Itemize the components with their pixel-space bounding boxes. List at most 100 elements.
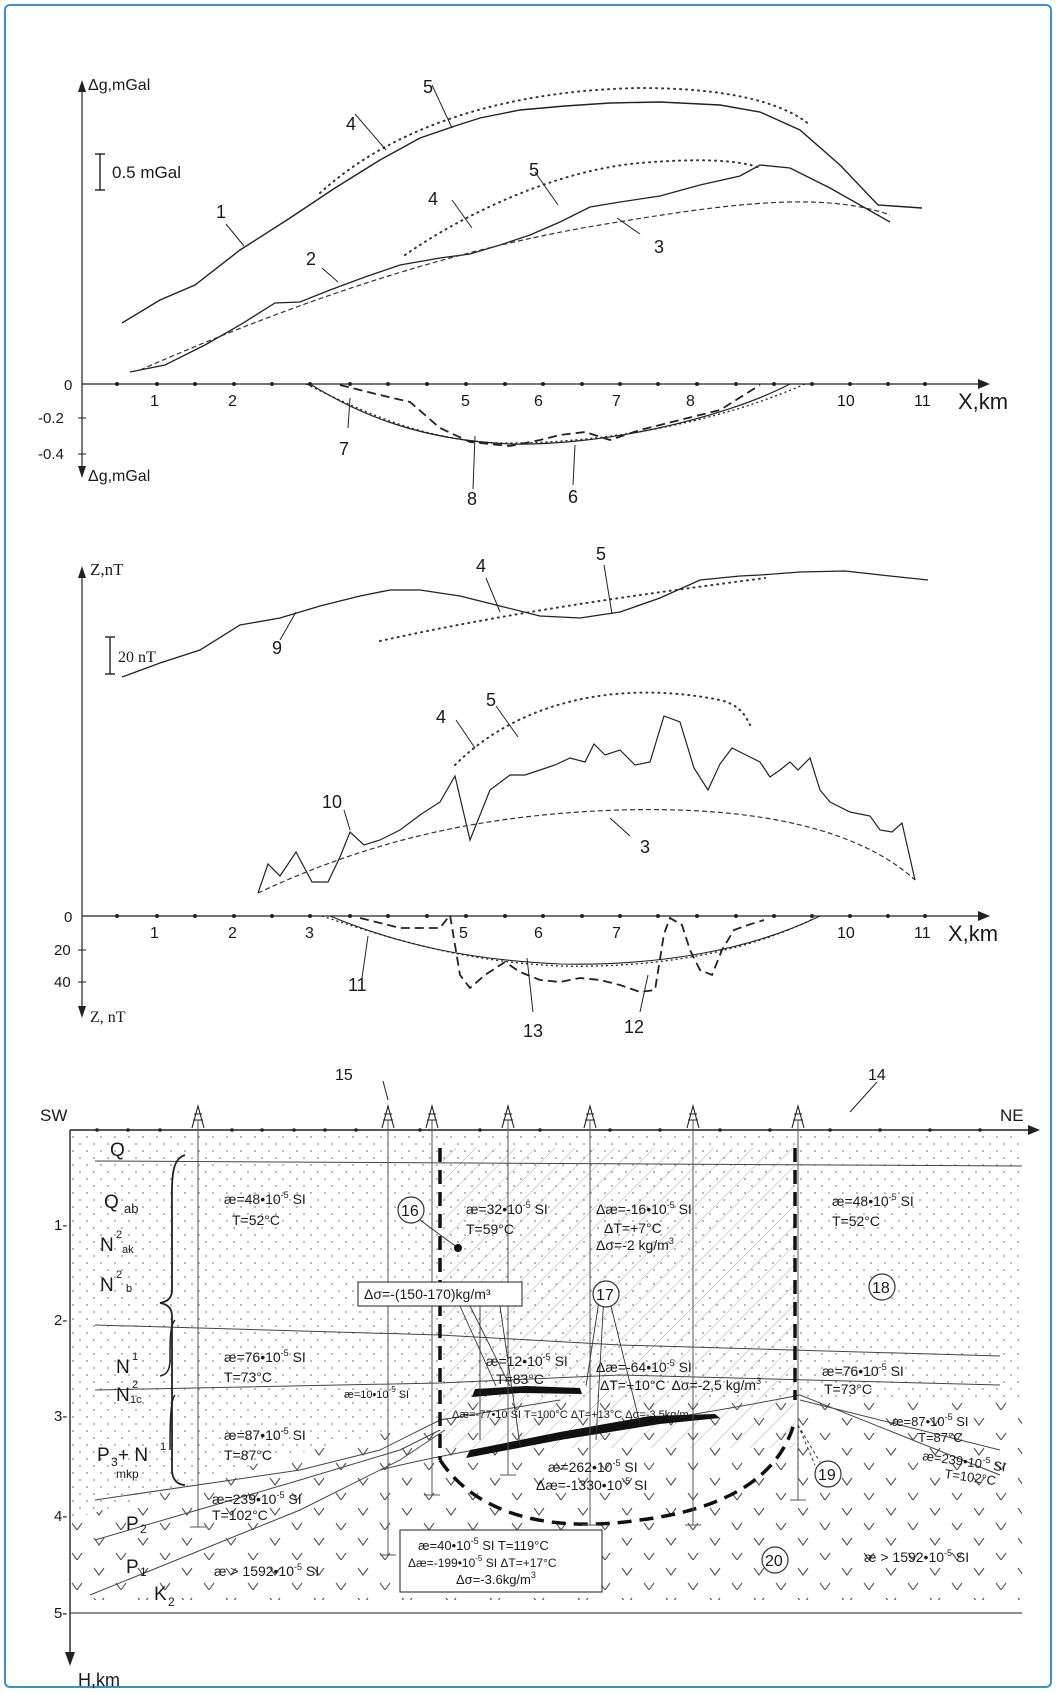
svg-text:2: 2 — [116, 1269, 122, 1281]
layer-boundaries — [89, 1160, 1023, 1596]
svg-text:T=102°C: T=102°C — [212, 1507, 268, 1523]
anno-right-upper: æ=48•10-5 SI — [832, 1192, 914, 1209]
density-box — [357, 1281, 523, 1307]
gravity-y-label-top: Δg,mGal — [88, 77, 150, 94]
svg-text:2: 2 — [140, 1522, 147, 1536]
gravity-curve-8 — [339, 384, 761, 447]
mag-tick-40: 40 — [54, 974, 71, 991]
section-panel: SW NE H,km 1- 2- 3- 4- 5- — [40, 1067, 1040, 1690]
circle-20: 20 — [765, 1553, 783, 1570]
svg-text:T=102°C: T=102°C — [944, 1466, 997, 1488]
ne-label: NE — [1000, 1106, 1024, 1125]
circle-17: 17 — [596, 1287, 614, 1304]
mag-scale-label: 20 nT — [118, 649, 156, 666]
curve-label: 12 — [624, 1017, 644, 1037]
circle-18: 18 — [872, 1280, 890, 1297]
curve-label: 4 — [428, 189, 438, 209]
gravity-curve-1 — [121, 101, 923, 324]
mag-curve-13 — [329, 915, 821, 965]
gx-tick: 1 — [150, 393, 159, 410]
strat-n1: N — [116, 1357, 130, 1378]
gravity-curve-6 — [305, 383, 806, 444]
strat-n1c: N — [116, 1385, 130, 1406]
depth-tick: 2- — [54, 1312, 67, 1329]
dashed-bottom-boundary — [438, 1419, 797, 1526]
svg-text:2: 2 — [116, 1229, 122, 1241]
curve-label: 5 — [486, 690, 496, 710]
depth-tick: 5- — [54, 1605, 67, 1622]
mx-tick: 10 — [837, 925, 855, 942]
gravity-curve-4-upper — [319, 86, 811, 194]
gx-tick: 5 — [461, 393, 470, 410]
curve-label: 3 — [654, 237, 664, 257]
svg-text:2: 2 — [168, 1595, 175, 1609]
svg-text:Δæ=-199•10-5 SI ΔT=+17°C: Δæ=-199•10-5 SI ΔT=+17°C — [408, 1554, 557, 1570]
bottom-box — [399, 1529, 603, 1593]
gravity-curve-4-lower — [404, 159, 761, 256]
gravity-curve-3 — [139, 201, 891, 371]
svg-text:1: 1 — [160, 1441, 166, 1453]
mag-x-dots — [115, 914, 927, 918]
mag-curve-labels: 9 4 5 4 5 10 3 11 13 12 — [272, 544, 650, 1041]
svg-text:ak: ak — [122, 1244, 134, 1256]
mx-tick: 3 — [305, 925, 314, 942]
gravity-y-label-bottom: Δg,mGal — [88, 468, 150, 485]
svg-text:ΔT=+10°CΔσ=-2,5 kg/m3: ΔT=+10°CΔσ=-2,5 kg/m3 — [600, 1376, 761, 1393]
mx-tick: 1 — [150, 925, 159, 942]
gx-tick: 6 — [534, 393, 543, 410]
mx-tick: 5 — [459, 925, 468, 942]
svg-text:b: b — [126, 1283, 132, 1295]
mag-curve-12 — [359, 912, 765, 993]
curve-label: 1 — [216, 202, 226, 222]
gx-tick: 8 — [686, 393, 695, 410]
svg-text:T=87°C: T=87°C — [224, 1447, 272, 1463]
depth-tick: 3- — [54, 1408, 67, 1425]
anno-center-upper: æ=32•10-5 SI — [466, 1200, 548, 1217]
strat-n2ak: N — [100, 1235, 114, 1256]
gravity-curve-labels: 1 2 3 4 5 4 5 6 7 8 — [216, 77, 664, 509]
anno-small-left: æ=10•10-5 SI — [344, 1385, 409, 1401]
curve-label: 8 — [467, 489, 477, 509]
svg-text:T=87°C: T=87°C — [918, 1430, 963, 1445]
gx-tick: 11 — [914, 393, 931, 410]
gravity-curve-7 — [309, 383, 791, 445]
svg-text:Δæ=-1330•10-5 SI: Δæ=-1330•10-5 SI — [536, 1476, 647, 1493]
svg-text:3: 3 — [111, 1455, 118, 1469]
curve-label: 5 — [423, 77, 433, 97]
wells — [190, 1120, 806, 1556]
svg-text:ΔT=+7°C: ΔT=+7°C — [604, 1220, 662, 1236]
mag-tick-20: 20 — [54, 942, 71, 959]
gravity-curve-2 — [129, 164, 891, 373]
gravity-panel: Δg,mGal Δg,mGal 0.5 mGal 0 -0.2 -0.4 1 2… — [38, 77, 1008, 509]
svg-text:ab: ab — [124, 1201, 138, 1216]
depth-tick: 1- — [54, 1217, 67, 1234]
svg-text:1: 1 — [132, 1351, 138, 1363]
anno-center-mid: æ=12•10-5 SI — [486, 1352, 568, 1369]
mag-curve-11 — [321, 915, 816, 967]
anno-right-low: æ=87•10-5 SI — [892, 1412, 969, 1429]
mag-zero: 0 — [64, 909, 72, 926]
mx-tick: 6 — [534, 925, 543, 942]
anno-center-low: æ=262•10-5 SI — [548, 1458, 638, 1475]
curve-label: 5 — [596, 544, 606, 564]
mx-tick: 7 — [612, 925, 621, 942]
curve-label: 4 — [436, 707, 446, 727]
strat-n2b: N — [100, 1275, 114, 1296]
curve-label: 7 — [339, 439, 349, 459]
mag-curve-4-lower — [454, 691, 751, 766]
svg-text:T=59°C: T=59°C — [466, 1221, 514, 1237]
density-box-text: Δσ=-(150-170)kg/m³ — [364, 1286, 491, 1302]
svg-text:mkp: mkp — [116, 1467, 139, 1481]
mag-x-ticks: 1 2 3 5 6 7 10 11 — [150, 925, 931, 942]
curve-label: 4 — [476, 556, 486, 576]
curve-label: 3 — [640, 837, 650, 857]
gravity-scale-label: 0.5 mGal — [112, 163, 181, 182]
svg-text:T=52°C: T=52°C — [232, 1212, 280, 1228]
strat-p3: P — [97, 1445, 110, 1466]
gravity-x-ticks: 1 2 5 6 7 8 10 11 — [150, 393, 931, 410]
stratigraphy-labels: Q Q ab N 2 ak N 2 b N 1 N 2 1c P 3 + N 1… — [97, 1140, 175, 1609]
sw-label: SW — [40, 1106, 67, 1125]
mx-tick: 11 — [914, 925, 931, 942]
strat-p2: P — [126, 1514, 139, 1535]
